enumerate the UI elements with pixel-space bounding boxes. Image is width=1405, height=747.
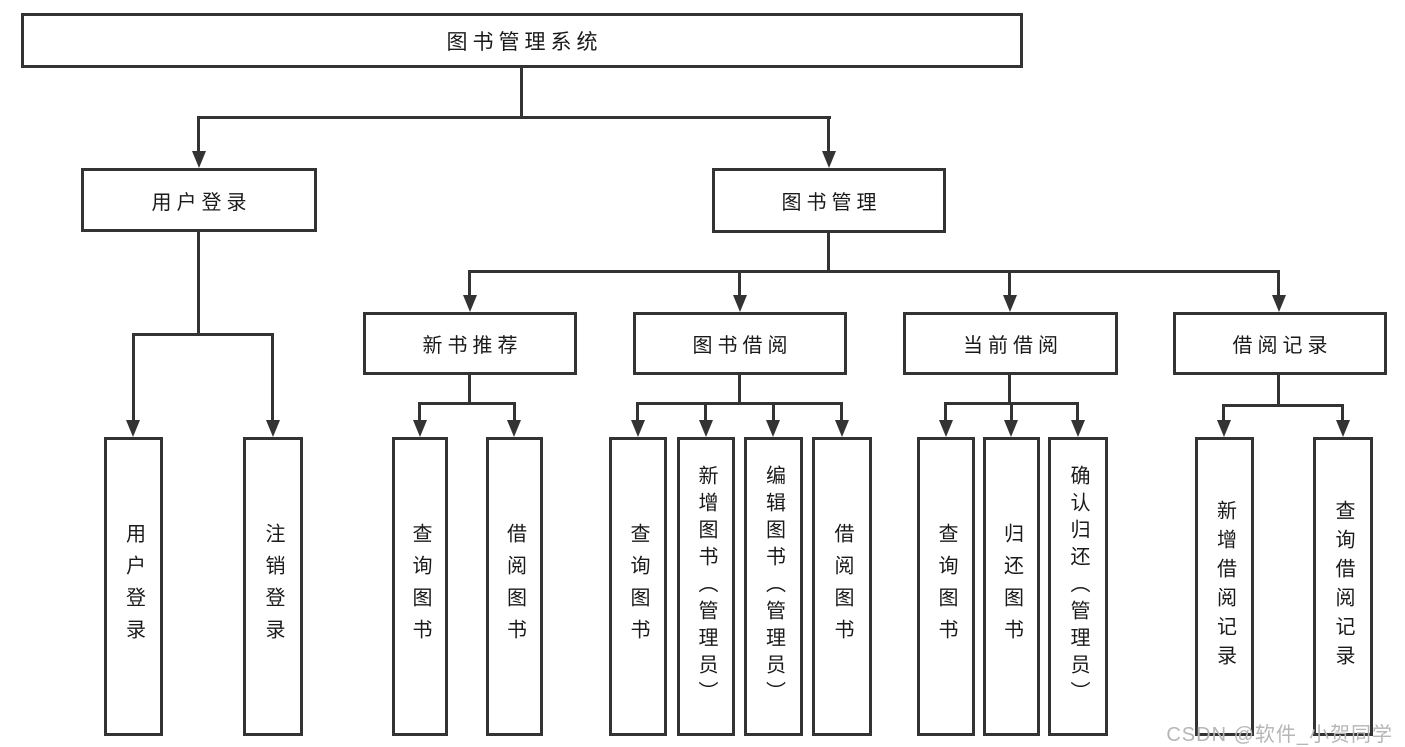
node-user-login-branch: 用户登录 xyxy=(81,168,317,232)
arrow-down-icon xyxy=(1004,420,1018,437)
leaf-add-books-admin: 新增图书（管理员） xyxy=(677,437,735,736)
connector-level2-bar xyxy=(197,116,831,119)
connector-trunk xyxy=(827,233,830,273)
arrow-down-icon xyxy=(733,295,747,312)
connector-stem xyxy=(944,402,947,422)
connector-stem xyxy=(840,402,843,422)
connector-stem xyxy=(636,402,639,422)
arrow-down-icon xyxy=(939,420,953,437)
arrow-down-icon xyxy=(413,420,427,437)
connector-bar xyxy=(418,402,516,405)
connector-stem xyxy=(197,116,200,153)
watermark: CSDN @软件_小贺同学 xyxy=(1166,724,1393,746)
arrow-down-icon xyxy=(699,420,713,437)
connector-stem xyxy=(827,116,830,153)
arrow-down-icon xyxy=(507,420,521,437)
arrow-down-icon xyxy=(1217,420,1231,437)
connector-stem xyxy=(738,270,741,297)
arrow-down-icon xyxy=(126,420,140,437)
arrow-down-icon xyxy=(463,295,477,312)
connector-stem xyxy=(132,333,135,422)
arrow-down-icon xyxy=(1272,295,1286,312)
connector-stem xyxy=(772,402,775,422)
leaf-user-login: 用户登录 xyxy=(104,437,163,736)
leaf-borrow-books: 借阅图书 xyxy=(812,437,872,736)
arrow-down-icon xyxy=(1071,420,1085,437)
connector-stem xyxy=(1076,402,1079,422)
node-borrow-records: 借阅记录 xyxy=(1173,312,1387,375)
node-current-borrow: 当前借阅 xyxy=(903,312,1118,375)
leaf-borrow-books-recommend: 借阅图书 xyxy=(486,437,543,736)
leaf-query-books-current: 查询图书 xyxy=(917,437,975,736)
connector-trunk xyxy=(468,375,471,405)
connector-bar xyxy=(132,333,274,336)
arrow-down-icon xyxy=(822,151,836,168)
arrow-down-icon xyxy=(766,420,780,437)
connector-stem xyxy=(1008,270,1011,297)
leaf-query-books-recommend: 查询图书 xyxy=(392,437,448,736)
connector-stem xyxy=(513,402,516,422)
arrow-down-icon xyxy=(1003,295,1017,312)
connector-stem xyxy=(1010,402,1013,422)
arrow-down-icon xyxy=(266,420,280,437)
leaf-confirm-return-admin: 确认归还（管理员） xyxy=(1048,437,1108,736)
connector-stem xyxy=(468,270,471,297)
connector-bar xyxy=(636,402,843,405)
connector-stem xyxy=(1277,270,1280,297)
arrow-down-icon xyxy=(835,420,849,437)
arrow-down-icon xyxy=(631,420,645,437)
connector-trunk xyxy=(738,375,741,405)
connector-stem xyxy=(1222,404,1225,422)
connector-stem xyxy=(1341,404,1344,422)
node-new-book-recommend: 新书推荐 xyxy=(363,312,577,375)
connector-trunk xyxy=(197,232,200,336)
connector-level3-bar xyxy=(468,270,1280,273)
leaf-add-borrow-record: 新增借阅记录 xyxy=(1195,437,1254,736)
node-book-borrow: 图书借阅 xyxy=(633,312,847,375)
leaf-query-books-borrow: 查询图书 xyxy=(609,437,667,736)
connector-trunk xyxy=(1277,375,1280,407)
connector-root-trunk xyxy=(520,68,523,118)
connector-bar xyxy=(1222,404,1344,407)
leaf-logout: 注销登录 xyxy=(243,437,303,736)
leaf-return-books: 归还图书 xyxy=(983,437,1040,736)
arrow-down-icon xyxy=(1336,420,1350,437)
leaf-query-borrow-record: 查询借阅记录 xyxy=(1313,437,1373,736)
connector-stem xyxy=(271,333,274,422)
leaf-edit-books-admin: 编辑图书（管理员） xyxy=(744,437,803,736)
connector-stem xyxy=(704,402,707,422)
node-library-management-system: 图书管理系统 xyxy=(21,13,1023,68)
connector-stem xyxy=(418,402,421,422)
node-book-management-branch: 图书管理 xyxy=(712,168,946,233)
arrow-down-icon xyxy=(192,151,206,168)
connector-trunk xyxy=(1008,375,1011,405)
